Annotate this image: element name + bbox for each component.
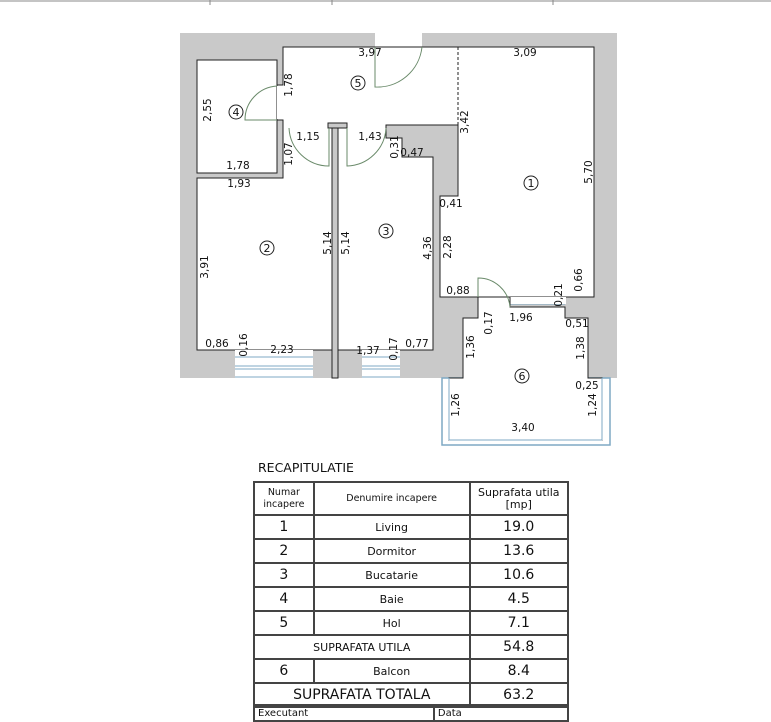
dimension: 2,55	[202, 98, 214, 121]
table-header: Numar incapere Denumire incapere Suprafa…	[253, 481, 570, 516]
dimension: 2,28	[442, 235, 454, 258]
dimension: 1,96	[509, 312, 533, 324]
dimension: 1,38	[575, 336, 587, 359]
executant-label: Executant	[253, 704, 435, 722]
header-area: Suprafata utila [mp]	[468, 481, 570, 516]
door-bucatarie[interactable]	[346, 127, 387, 167]
svg-text:1: 1	[528, 177, 535, 190]
useful-area-label: SUPRAFATA UTILA	[253, 634, 471, 660]
room-baie	[196, 59, 278, 174]
room-number-3: 3	[378, 223, 394, 239]
entrance-door[interactable]	[374, 46, 423, 88]
dimension: 1,37	[356, 345, 379, 357]
dimension: 0,47	[400, 147, 423, 159]
summary-table: Numar incapere Denumire incapere Suprafa…	[253, 481, 570, 708]
dimension: 0,17	[388, 337, 400, 360]
dimension: 3,09	[513, 47, 536, 59]
dimension: 0,77	[405, 338, 428, 350]
dimension: 1,43	[358, 131, 381, 143]
dimension: 1,93	[227, 178, 250, 190]
dimension: 1,24	[587, 393, 599, 417]
dimension: 3,40	[511, 422, 534, 434]
svg-text:5: 5	[355, 77, 362, 90]
svg-text:3: 3	[383, 225, 390, 238]
dimension: 1,15	[296, 131, 319, 143]
dimension: 4,36	[422, 236, 434, 260]
dimension: 3,42	[459, 110, 471, 133]
room-number-5: 5	[350, 75, 366, 91]
dimension: 5,14	[322, 231, 334, 255]
svg-text:6: 6	[519, 370, 526, 383]
dimension: 0,25	[575, 380, 598, 392]
window-dormitor	[235, 350, 313, 378]
dimension: 0,86	[205, 338, 229, 350]
dimension: 0,21	[553, 283, 565, 306]
dimension: 0,66	[573, 268, 585, 292]
room-number-2: 2	[259, 240, 275, 256]
useful-area-value: 54.8	[468, 634, 570, 660]
room-labels: 1 2 3 4 5 6	[228, 75, 539, 384]
door-balcon[interactable]	[477, 277, 511, 308]
dimension-labels: 3,97 3,09 1,78 2,55 1,15 1,43 0,31 0,47 …	[199, 47, 599, 434]
dimension: 1,78	[283, 73, 295, 96]
date-label: Data	[432, 704, 570, 722]
dimension: 3,91	[199, 255, 211, 278]
summary-title: RECAPITULATIE	[258, 460, 354, 475]
dimension: 0,88	[446, 285, 469, 297]
door-dormitor[interactable]	[288, 127, 330, 167]
svg-text:2: 2	[264, 242, 271, 255]
room-number-4: 4	[228, 104, 244, 120]
dimension: 5,70	[583, 160, 595, 183]
room-number-6: 6	[514, 368, 530, 384]
room-hol-living-kitchen-bedroom	[196, 46, 595, 351]
dimension: 0,31	[389, 135, 401, 158]
dimension: 5,14	[340, 231, 352, 255]
dimension: 0,16	[238, 333, 250, 357]
window-bucatarie	[362, 350, 400, 378]
dimension: 3,97	[358, 47, 381, 59]
header-name: Denumire incapere	[312, 481, 471, 516]
dimension: 1,36	[465, 335, 477, 359]
header-number: Numar incapere	[253, 481, 315, 516]
dimension: 1,07	[283, 142, 295, 165]
floor-plan: 1 2 3 4 5 6 3,97 3,09 1,78 2,55 1,15 1,4…	[0, 0, 771, 446]
dimension: 0,41	[439, 198, 462, 210]
door-baie[interactable]	[244, 85, 278, 121]
room-number-1: 1	[523, 175, 539, 191]
dimension: 1,78	[226, 160, 249, 172]
svg-text:4: 4	[233, 106, 240, 119]
dimension: 0,17	[483, 311, 495, 334]
entrance-opening	[375, 30, 422, 48]
dimension: 2,23	[270, 344, 293, 356]
dimension: 0,51	[565, 318, 588, 330]
total-area-label: SUPRAFATA TOTALA	[253, 682, 471, 708]
dimension: 1,26	[450, 393, 462, 417]
